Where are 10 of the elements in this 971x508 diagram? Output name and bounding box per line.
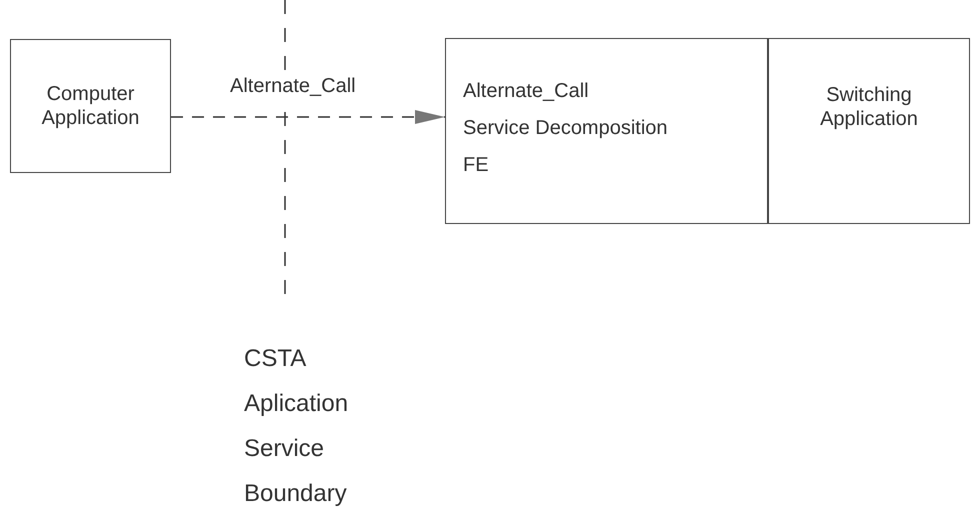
process-box <box>768 38 970 224</box>
process-box <box>445 38 768 224</box>
box-text: Alternate_Call <box>463 79 589 103</box>
box-text: Service Decomposition <box>463 116 668 140</box>
box-text: Computer Application <box>40 82 140 130</box>
box-text: Switching Application <box>819 83 919 131</box>
process-box <box>10 39 171 173</box>
boundary-label: CSTA Aplication Service Boundary <box>244 344 350 508</box>
box-text: FE <box>463 153 489 177</box>
arrow <box>171 110 445 124</box>
